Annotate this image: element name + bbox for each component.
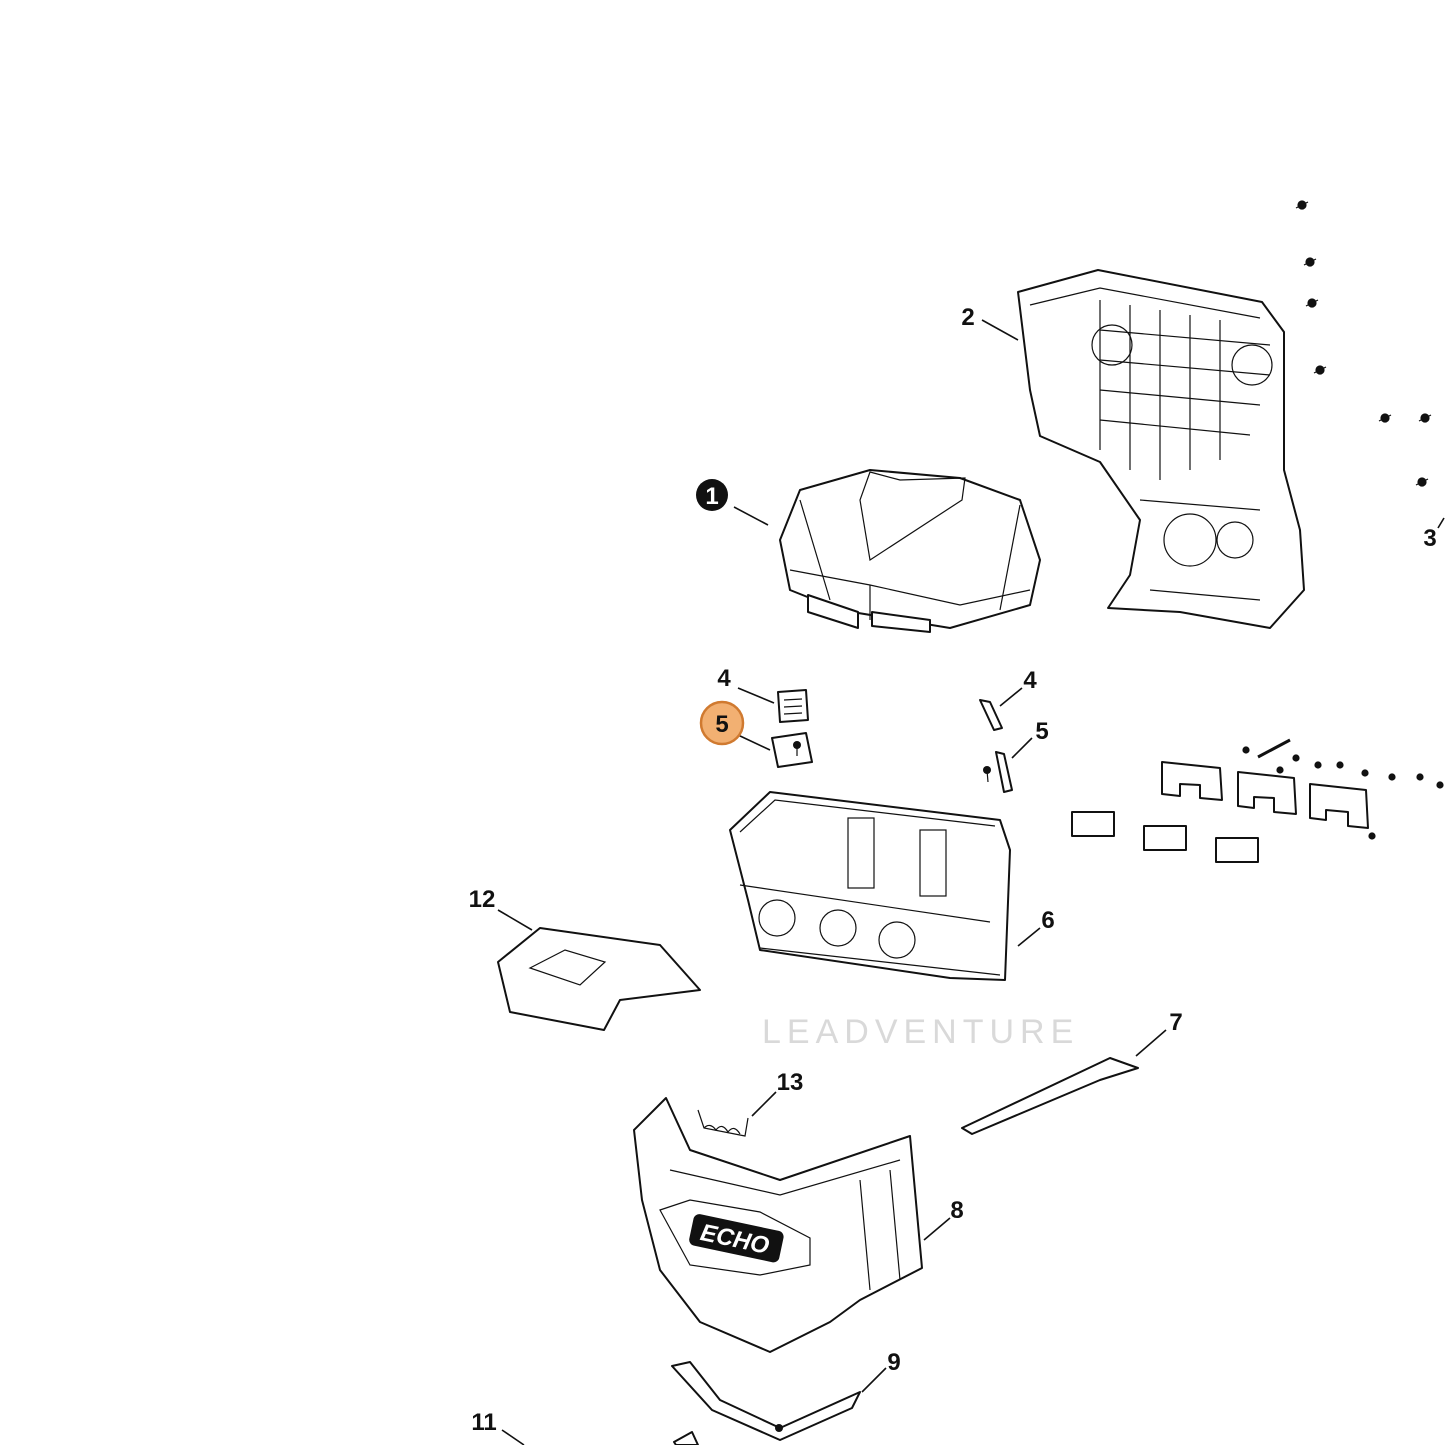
callout-11-label[interactable]: 11 (471, 1409, 496, 1436)
part-1-cover[interactable] (779, 469, 1041, 633)
callout-5-right-label[interactable]: 5 (1035, 718, 1048, 745)
callout-8-label[interactable]: 8 (950, 1197, 963, 1224)
part-8-shroud[interactable]: ECHO (633, 1097, 923, 1353)
part-9-trim[interactable] (671, 1361, 861, 1441)
leader-lines (497, 319, 1445, 1445)
callout-4-left-label[interactable]: 4 (717, 665, 731, 692)
callout-6-label[interactable]: 6 (1041, 907, 1054, 934)
callout-12-label[interactable]: 12 (469, 886, 496, 913)
callout-7-label[interactable]: 7 (1169, 1009, 1182, 1036)
connector-parts[interactable] (1071, 811, 1259, 863)
callout-5-left-label: 5 (715, 711, 728, 738)
part-2-frame[interactable] (1017, 269, 1305, 629)
callout-9-label[interactable]: 9 (887, 1349, 900, 1376)
small-screws[interactable] (1242, 738, 1444, 840)
handle-parts[interactable] (1161, 761, 1369, 829)
part-4-latch-left[interactable] (777, 689, 809, 723)
callout-4-right-label[interactable]: 4 (1023, 667, 1037, 694)
part-5-bracket-left[interactable] (771, 732, 813, 768)
part-4-latch-right[interactable] (979, 699, 1003, 731)
part-11-fragment[interactable] (673, 1431, 699, 1445)
callout-13-label[interactable]: 13 (777, 1069, 804, 1096)
part-12-plate[interactable] (497, 927, 701, 1031)
part-5-clip-right[interactable] (983, 751, 1013, 793)
callout-5-highlight-ring (699, 700, 745, 746)
part-13-spring[interactable] (697, 1109, 749, 1137)
part-7-strip[interactable] (961, 1057, 1139, 1135)
watermark-text: LEADVENTURE (762, 1013, 1079, 1051)
callout-5-highlighted[interactable]: 5 (699, 700, 745, 746)
callout-2-label[interactable]: 2 (961, 304, 974, 331)
part-6-tray[interactable] (729, 791, 1011, 981)
part-3-screws[interactable] (1295, 200, 1432, 487)
callout-1-label: 1 (705, 483, 718, 510)
callout-1[interactable]: 1 (696, 479, 728, 511)
callout-3-label[interactable]: 3 (1423, 525, 1436, 552)
